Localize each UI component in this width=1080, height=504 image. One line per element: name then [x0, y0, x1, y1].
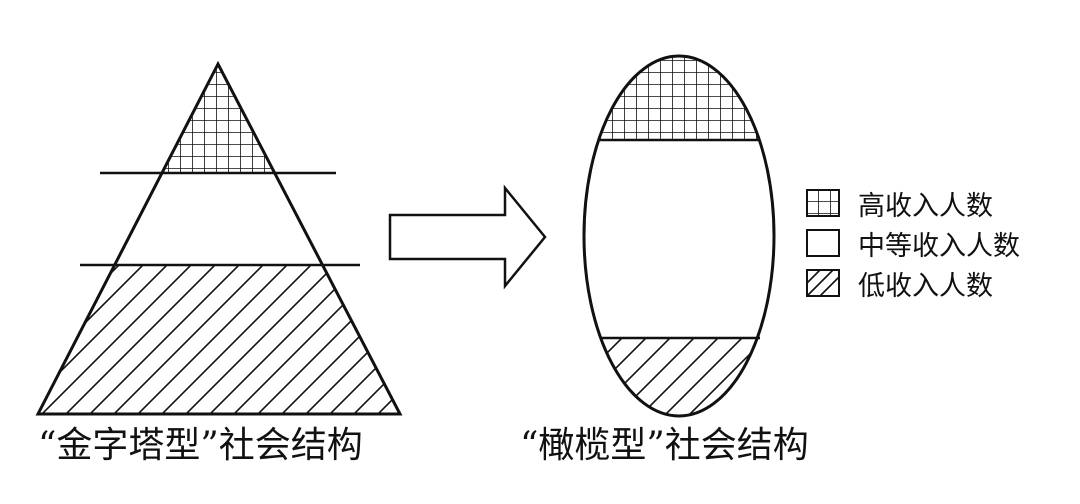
pyramid-caption: “金字塔型”社会结构 — [38, 425, 363, 466]
legend-label-middle-income: 中等收入人数 — [858, 230, 1020, 262]
legend-label-high-income: 高收入人数 — [858, 190, 993, 222]
legend: 高收入人数 中等收入人数 低收入人数 — [806, 184, 1020, 304]
pyramid-high-income-band — [38, 64, 400, 173]
hatch-swatch-icon — [806, 269, 840, 297]
olive-caption: “橄榄型”社会结构 — [520, 425, 809, 466]
olive-outline — [582, 54, 776, 418]
legend-label-low-income: 低收入人数 — [858, 270, 993, 302]
legend-item-low-income: 低收入人数 — [806, 264, 1020, 302]
pyramid-shape — [35, 60, 403, 416]
olive-middle-income-band — [584, 140, 774, 338]
pyramid-outline — [35, 60, 403, 416]
legend-item-middle-income: 中等收入人数 — [806, 224, 1020, 262]
pyramid-low-income-band — [38, 265, 400, 414]
olive-high-income-band — [584, 56, 774, 140]
grid-swatch-icon — [806, 189, 840, 217]
blank-swatch-icon — [806, 229, 840, 257]
transition-arrow — [388, 184, 547, 290]
pyramid-middle-income-band — [38, 173, 400, 265]
legend-item-high-income: 高收入人数 — [806, 184, 1020, 222]
olive-shape — [582, 54, 776, 418]
